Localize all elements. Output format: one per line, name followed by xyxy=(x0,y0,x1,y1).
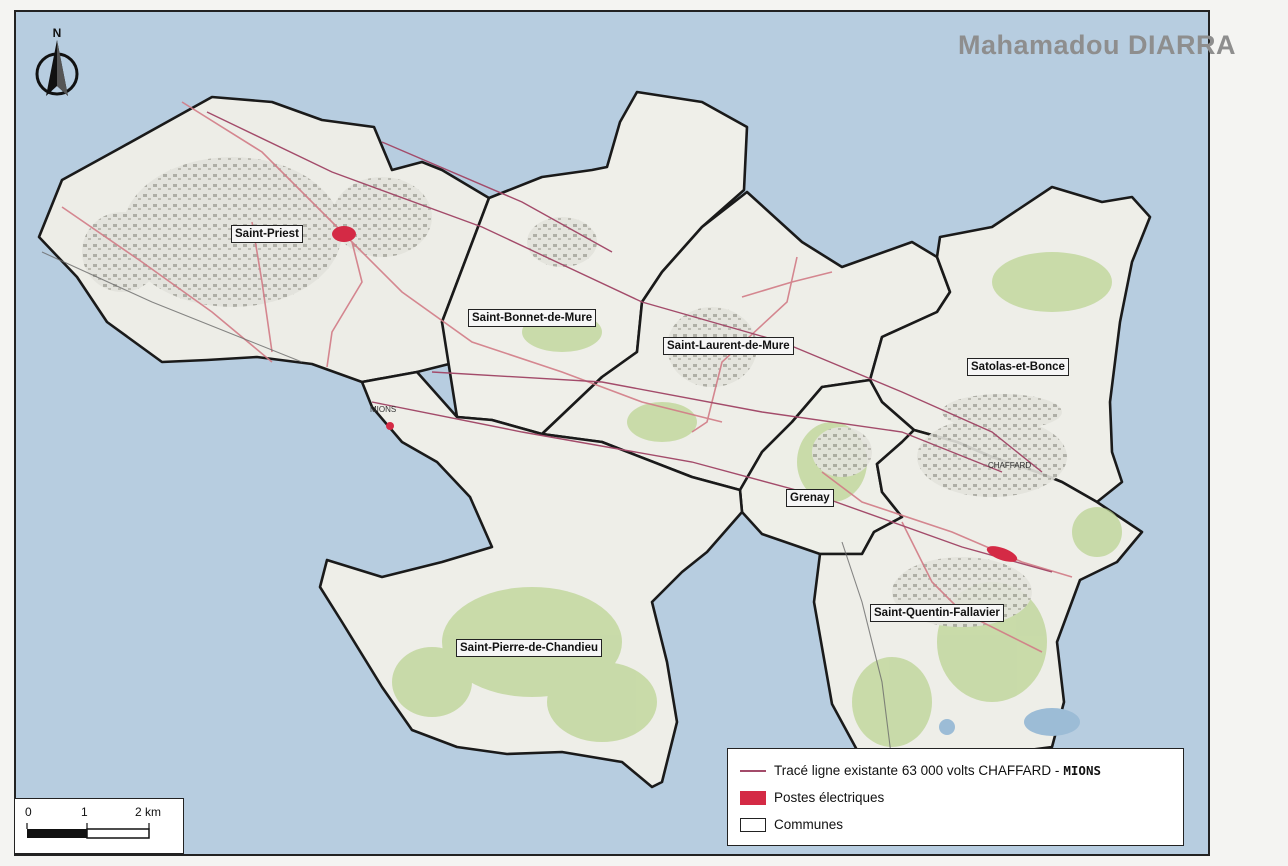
scale-tick-2km: 2 km xyxy=(135,805,162,819)
scale-tick-1: 1 xyxy=(81,805,88,819)
author-name: Mahamadou DIARRA xyxy=(958,30,1237,60)
place-label-mions: MIONS xyxy=(370,405,397,414)
poste-mions xyxy=(386,422,394,430)
commune-swatch xyxy=(740,817,766,832)
legend-row-postes: Postes électriques xyxy=(740,790,884,805)
commune-label-satolas-et-bonce: Satolas-et-Bonce xyxy=(967,358,1069,376)
scale-bar: 0 1 2 km xyxy=(14,798,184,854)
north-arrow-icon: N xyxy=(35,26,79,96)
scale-bar-graphic xyxy=(26,823,150,839)
legend-row-communes: Communes xyxy=(740,817,843,832)
postes-electriques xyxy=(332,226,1018,562)
water-bodies xyxy=(939,708,1080,736)
poste-chaffard xyxy=(986,546,1018,562)
map-canvas xyxy=(37,90,1152,789)
north-letter: N xyxy=(53,26,62,40)
power-line-route xyxy=(206,111,1053,573)
commune-label-saint-pierre-de-chandieu: Saint-Pierre-de-Chandieu xyxy=(456,639,603,657)
commune-label-saint-laurent-de-mure: Saint-Laurent-de-Mure xyxy=(663,337,794,355)
legend-power-line-label: Tracé ligne existante 63 000 volts CHAFF… xyxy=(774,763,1060,778)
poste-saint-priest xyxy=(332,226,356,242)
roads xyxy=(61,101,1073,653)
commune-label-saint-priest: Saint-Priest xyxy=(231,225,303,243)
scale-tick-0: 0 xyxy=(25,805,32,819)
map-legend: Tracé ligne existante 63 000 volts CHAFF… xyxy=(727,748,1184,846)
legend-postes-label: Postes électriques xyxy=(774,790,885,805)
poste-swatch xyxy=(740,790,766,805)
commune-label-saint-quentin-fallavier: Saint-Quentin-Fallavier xyxy=(870,604,1004,622)
legend-power-line-label-bold: MIONS xyxy=(1063,763,1102,778)
railways xyxy=(41,251,893,763)
map-frame: Saint-Priest Saint-Bonnet-de-Mure Saint-… xyxy=(14,10,1210,856)
commune-label-saint-bonnet-de-mure: Saint-Bonnet-de-Mure xyxy=(468,309,597,327)
legend-communes-label: Communes xyxy=(774,817,844,832)
place-label-chaffard: CHAFFARD xyxy=(988,461,1032,470)
commune-label-grenay: Grenay xyxy=(786,489,834,507)
legend-row-power-line: Tracé ligne existante 63 000 volts CHAFF… xyxy=(740,763,1101,778)
power-line-swatch xyxy=(740,769,766,772)
